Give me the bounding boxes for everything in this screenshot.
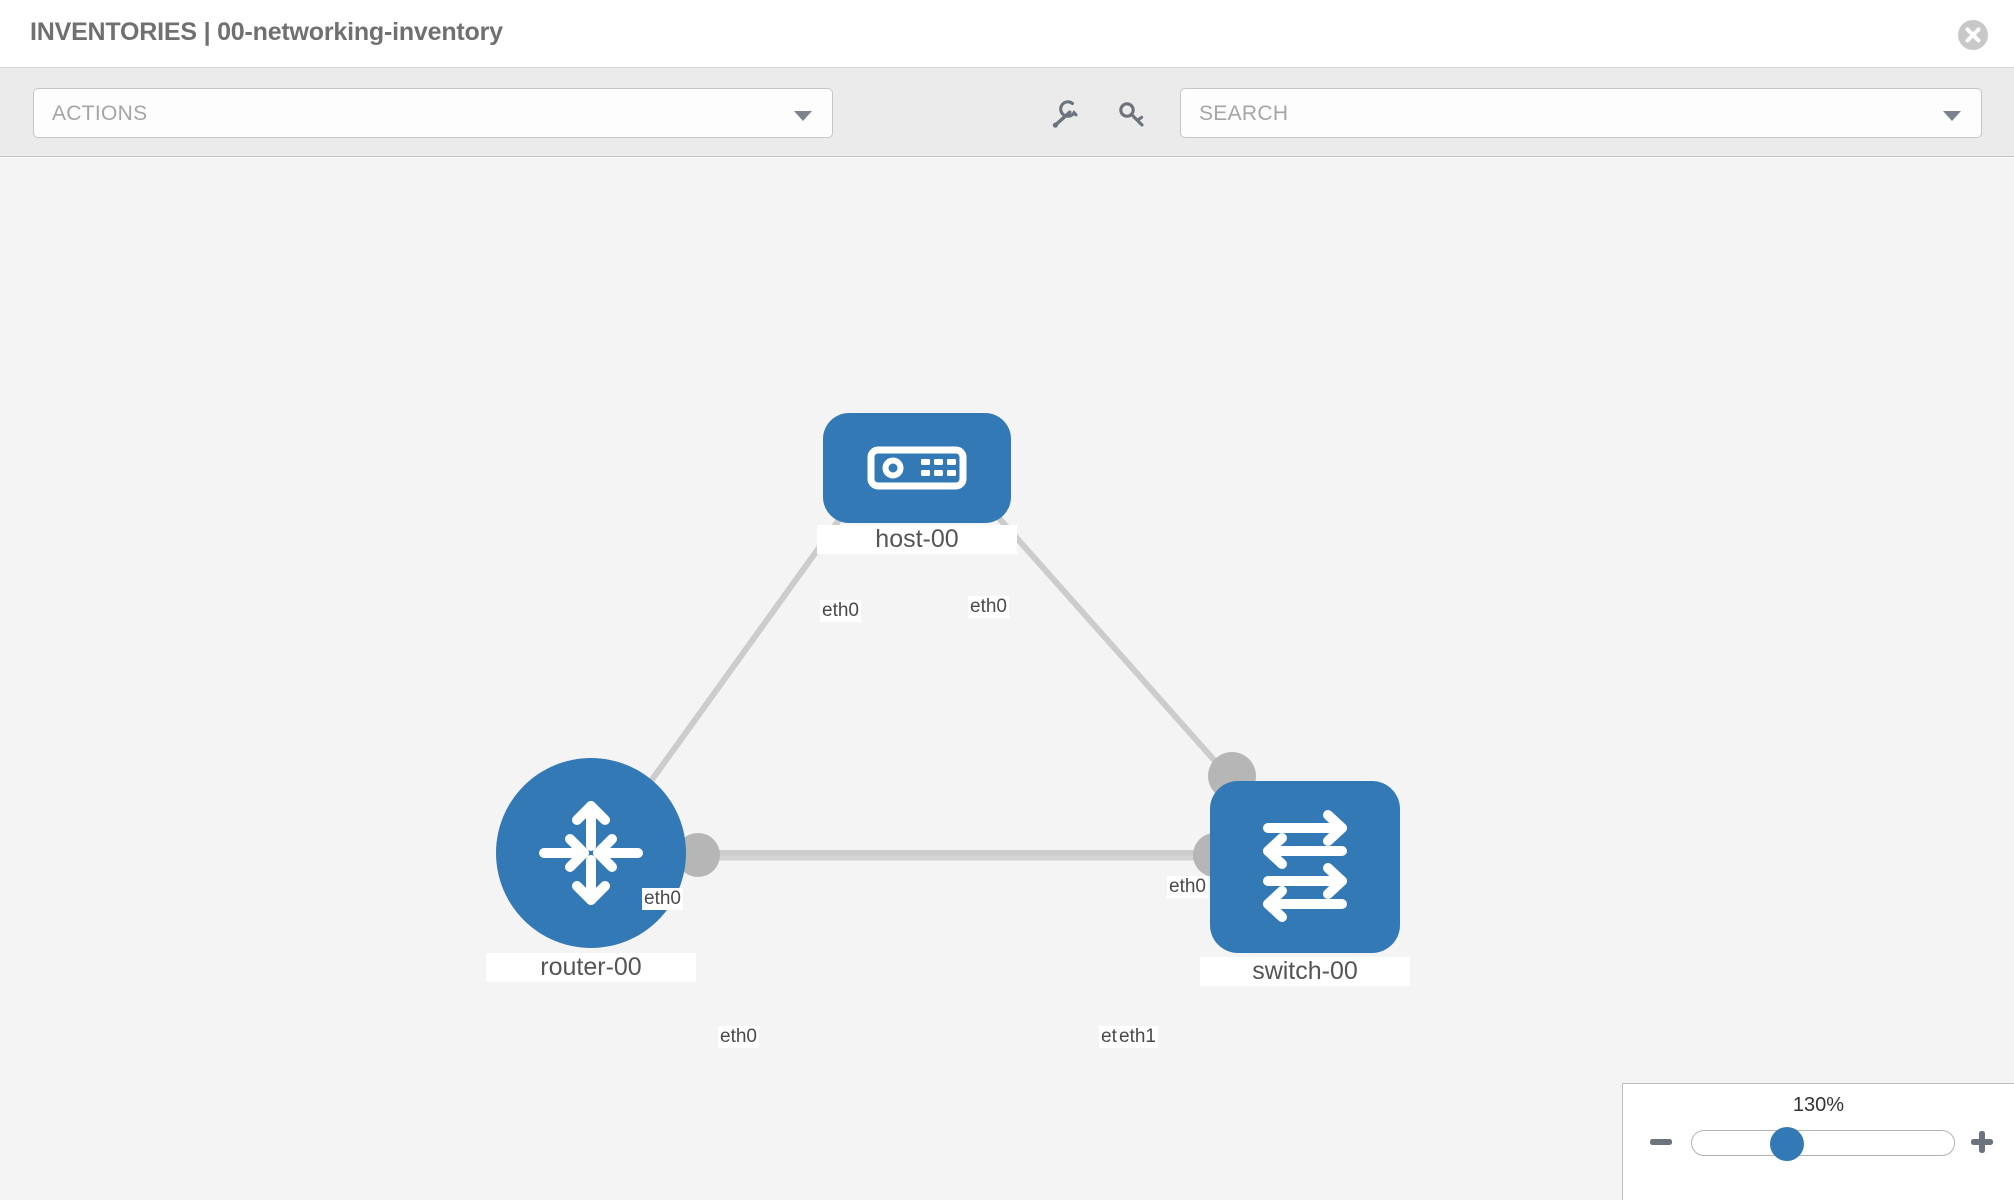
toolbar: ACTIONS SEARCH [0,68,2014,157]
router-arrows-icon [539,801,643,905]
zoom-control-panel: 130% [1622,1083,2014,1200]
chevron-down-icon [794,111,812,121]
edge-label-eth1: eth1 [1117,1026,1158,1048]
search-placeholder: SEARCH [1199,102,1289,125]
close-icon[interactable] [1958,20,1988,50]
node-label-router-00: router-00 [486,953,696,982]
router-node-shape[interactable] [496,758,686,948]
search-input[interactable]: SEARCH [1180,88,1982,138]
topology-edges [607,446,1256,877]
actions-dropdown-label: ACTIONS [52,102,148,125]
wrench-icon[interactable] [1046,96,1082,132]
zoom-slider-thumb[interactable] [1770,1127,1804,1161]
node-label-host-00: host-00 [817,525,1017,554]
server-icon [867,446,967,490]
edge-label-eth0: eth0 [1167,876,1208,898]
actions-dropdown[interactable]: ACTIONS [33,88,833,138]
app-header: INVENTORIES | 00-networking-inventory [0,0,2014,68]
page-title: INVENTORIES | 00-networking-inventory [30,18,503,46]
key-icon[interactable] [1113,96,1149,132]
edge-label-eth0: eth0 [718,1026,759,1048]
host-node-shape[interactable] [823,413,1011,523]
zoom-slider-track[interactable] [1691,1130,1955,1156]
edge-label-eth0: eth0 [642,888,683,910]
edge-label-eth0: eth0 [968,596,1009,618]
topology-canvas[interactable]: host-00 router-00 [0,158,2014,1200]
switch-arrows-icon [1263,810,1347,922]
plus-icon[interactable] [1968,1128,1996,1156]
switch-node-shape[interactable] [1210,781,1400,953]
minus-icon[interactable] [1647,1128,1675,1156]
chevron-down-icon[interactable] [1943,111,1961,121]
zoom-percent-label: 130% [1792,1094,1845,1116]
node-label-switch-00: switch-00 [1200,957,1410,986]
edge-label-eth0: eth0 [820,600,861,622]
